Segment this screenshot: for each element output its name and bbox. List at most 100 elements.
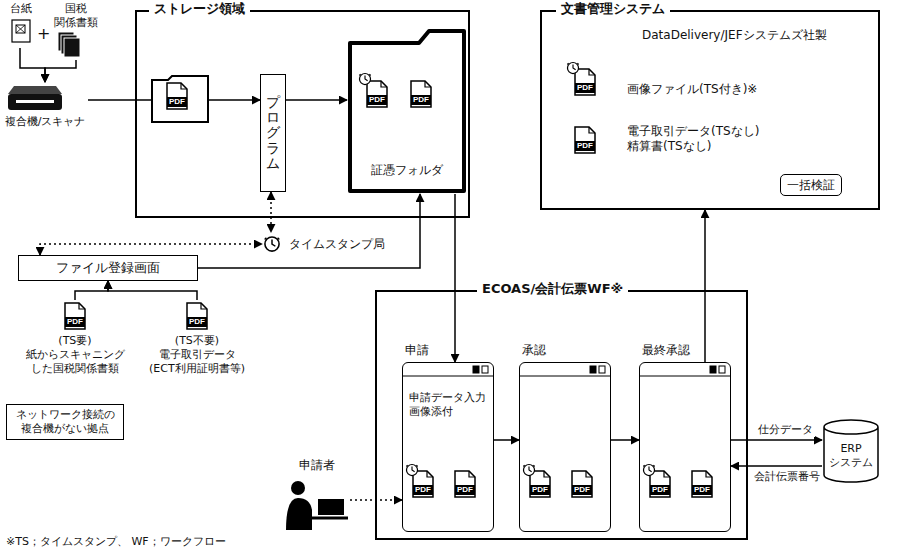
pdf-badge: PDF [650,485,670,495]
button-box: 一括検証 [780,174,842,196]
pdf-file-icon [65,303,85,329]
node-label: タイムスタンプ局 [289,237,385,252]
arrow-connector [286,99,347,101]
document-item: 国税 関係書類 [48,2,104,60]
pdf-badge: PDF [575,141,595,151]
folder-outline-path [350,31,464,191]
region-title: ECOAS/会計伝票WF※ [477,281,628,297]
node-label: 国税 関係書類 [51,2,101,30]
timestamp-clock [523,464,534,475]
node-label: プログラム [266,95,280,172]
pdf-badge: PDF [692,485,712,495]
document-item: 台紙 [4,2,38,48]
pdf-file-icon [530,471,550,497]
arrow-connector [198,194,420,268]
node-label: 申請者 [299,458,335,473]
scanner-icon [8,86,62,110]
pdf-file-icon [692,471,712,497]
node-label: DataDelivery/JEFシステムズ社製 [642,28,827,43]
pdf-badge: PDF [187,317,207,327]
region-box: ECOAS/会計伝票WF※申請申請データ入力 画像添付承認最終承認 [375,290,748,540]
pdf-file-icon [167,83,187,109]
cyl-outline-path [824,420,878,482]
node-label: 電子取引データ(TSなし) 精算書(TSなし) [627,124,797,154]
edge-label: 会計伝票番号 [752,470,822,484]
timestamp-authority: タイムスタンプ局 [262,232,388,256]
node-label: 申請 [405,343,429,358]
node-label: ネットワーク接続の 複合機がない拠点 [12,408,118,436]
pdf-folder-icon [152,76,208,122]
arrow-connector [20,48,45,82]
arrow-connector [454,194,456,362]
pdf-file-icon [411,81,431,107]
person-figure: 申請者 [284,458,350,536]
arrow-connector [108,281,197,300]
database-cylinder: ERP システム [822,418,880,484]
node-label: 最終承認 [642,343,690,358]
pdf-badge: PDF [411,95,431,105]
region-title: ストレージ領域 [149,1,250,17]
pdf-file-icon [413,471,433,497]
arrow-connector [611,439,639,441]
region-title: 文書管理システム [556,1,670,17]
arrow-connector [75,281,108,300]
pdf-file-icon [187,303,207,329]
footnote: ※TS；タイムスタンプ、 WF；ワークフロー [6,534,226,549]
pdf-file-icon [575,127,595,153]
screen-box: ファイル登録画面 [18,255,198,281]
pdf-badge: PDF [455,485,475,495]
pdf-badge: PDF [367,95,387,105]
node-label: 証憑フォルダ [371,163,443,178]
node-label: 画像ファイル(TS付き)※ [627,82,757,97]
node-label: (TS要) 紙からスキャニング した国税関係書類 [21,334,129,375]
region-box: ストレージ領域プログラム証憑フォルダ [135,10,470,218]
folder-shape: 証憑フォルダ [347,27,467,194]
pdf-badge: PDF [530,485,550,495]
arrow-connector [45,60,76,82]
pdf-badge: PDF [413,485,433,495]
tax-documents-icon [58,32,80,57]
phone-status-bars [403,366,731,376]
node-label: 一括検証 [787,178,835,193]
plus-sign: + [37,24,50,43]
scanner-device: 複合機/スキャナ [2,82,88,134]
region-box: 文書管理システムDataDelivery/JEFシステムズ社製画像ファイル(TS… [540,10,880,210]
document-item: (TS要) 紙からスキャニング した国税関係書類 [20,300,130,382]
timestamp-clock [359,73,370,84]
pdf-file-icon [455,471,475,497]
pdf-badge: PDF [575,83,595,93]
node-label: 複合機/スキャナ [5,115,86,129]
node-label: 申請データ入力 画像添付 [409,391,491,419]
timestamp-clock [567,62,578,73]
edge-label: 仕分データ [756,423,815,437]
phone-screen: 申請申請データ入力 画像添付 [402,362,494,532]
pdf-file-icon [572,471,592,497]
arrow-connector [704,210,706,362]
arrow-connector [731,439,822,441]
arrow-connector [494,439,519,441]
mount-sheet-icon [12,20,30,42]
arrow-connector [731,465,822,467]
document-item: (TS不要) 電子取引データ (ECT利用証明書等) [142,300,252,382]
phone-screen: 最終承認 [639,362,731,532]
pdf-file-icon [367,81,387,107]
pdf-file-icon [650,471,670,497]
note-box: ネットワーク接続の 複合機がない拠点 [6,404,124,440]
node-label: 台紙 [10,2,32,16]
phone-screen: 承認 [519,362,611,532]
node-label: ERP システム [827,442,875,470]
dotted-connector [40,244,262,255]
pdf-badge: PDF [167,97,187,107]
timestamp-clock [265,237,280,251]
timestamp-clock [643,464,654,475]
applicant-icon [286,481,348,530]
node-label: ファイル登録画面 [56,260,160,276]
node-label: 承認 [522,343,546,358]
node-label: (TS不要) 電子取引データ (ECT利用証明書等) [143,334,251,375]
timestamp-clock [406,464,417,475]
pdf-badge: PDF [65,317,85,327]
process-box: プログラム [260,74,286,192]
dotted-connector [270,192,272,232]
pdf-badge: PDF [572,485,592,495]
